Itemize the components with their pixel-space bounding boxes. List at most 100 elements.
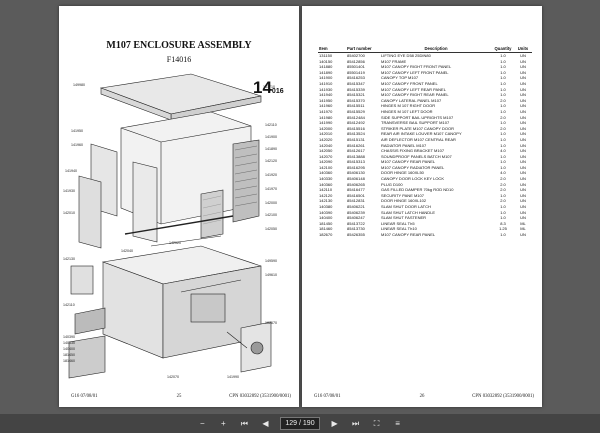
next-page-icon[interactable]: ▶ [331, 419, 338, 428]
right-page: Item Part number Description Quantity Un… [302, 6, 542, 407]
zoom-out-icon[interactable]: − [200, 419, 205, 428]
cell-quantity: 1.0 [500, 103, 506, 109]
cell-item: 141880 [319, 64, 333, 70]
cell-item: 131150 [319, 53, 333, 58]
cell-part-number: 85406148 [347, 176, 365, 182]
bracket [70, 265, 94, 295]
seal-strip [68, 335, 106, 379]
cell-part-number: 85415339 [347, 86, 365, 92]
section-number-main: 14 [253, 78, 272, 97]
cell-description: CANOPY LATERAL PANEL M107 [381, 97, 442, 103]
cell-quantity: 1.0 [500, 92, 506, 98]
cell-quantity: 2.0 [500, 125, 506, 131]
cell-units: UN [520, 108, 526, 114]
cell-units: UN [520, 176, 526, 182]
cell-units: UN [520, 215, 526, 221]
callout-label: 142130 [63, 257, 75, 261]
cell-quantity: 1.0 [500, 164, 506, 170]
cell-description: SLAM SHUT DOOR LATCH [381, 204, 431, 210]
cell-units: UN [520, 198, 526, 204]
callout-label: 142040 [121, 249, 133, 253]
fullscreen-icon[interactable]: ⛶ [373, 418, 380, 428]
cell-units: UN [520, 120, 526, 126]
cell-part-number: 85406247 [347, 215, 365, 221]
cell-units: UN [520, 170, 526, 176]
cell-units: UN [520, 181, 526, 187]
cell-quantity: 4.0 [500, 148, 506, 154]
cell-part-number: 85406221 [347, 204, 365, 210]
header-units: Units [514, 46, 532, 53]
cell-description: M107 CANOPY RIGHT REAR PANEL [381, 92, 449, 98]
callout-label: 142010 [63, 211, 75, 215]
cell-part-number: 85402700 [347, 53, 365, 58]
menu-icon[interactable]: ≡ [395, 419, 400, 428]
cell-item: 142020 [319, 136, 333, 142]
page-number: 25 [176, 394, 182, 399]
callout-label: 142110 [63, 303, 75, 307]
page-title: M107 ENCLOSURE ASSEMBLY [106, 40, 252, 51]
canopy-top-panel [99, 73, 262, 115]
cell-quantity: 1.0 [500, 108, 506, 114]
last-page-icon[interactable]: ⏭ [351, 418, 360, 428]
cell-units: ML [520, 220, 526, 226]
cell-units: UN [520, 209, 526, 215]
cell-description: LINEAR SEAL Th10 [381, 226, 417, 232]
cell-description: STRIKER PLATE M107 CANOPY DOOR [381, 125, 454, 131]
cell-item: 181450 [319, 220, 333, 226]
cell-description: PLUG D100 [381, 181, 403, 187]
cell-description: M107 CANOPY LEFT REAR PANEL [381, 86, 446, 92]
cell-part-number: 85406265 [347, 181, 365, 187]
page-indicator[interactable]: 129 / 190 [280, 417, 320, 430]
cell-part-number: 85412484 [347, 114, 365, 120]
cell-units: UN [520, 75, 526, 81]
callout-label: 142120 [265, 159, 277, 163]
previous-page-icon[interactable]: ◀ [262, 419, 269, 428]
callout-label: 142050 [265, 227, 277, 231]
cell-units: UN [520, 164, 526, 170]
footer-date: G16 07/08/01 [314, 394, 341, 399]
footer-cpn: CPN 03032892 (3531900/0001) [229, 394, 291, 399]
callout-label: 142110 [265, 123, 277, 127]
cell-description: AIR DEFLECTOR M107 CENTRAL REAR [381, 136, 456, 142]
cell-units: UN [520, 69, 526, 75]
cell-part-number: 85426355 [347, 232, 365, 237]
cell-part-number: 85412492 [347, 120, 365, 126]
cell-item: 141990 [319, 120, 333, 126]
cell-description: DOOR HINGE 160XL50 [381, 170, 424, 176]
cell-description: M107 CANOPY RADIATOR PANEL [381, 164, 445, 170]
callout-label: 140400 [63, 347, 75, 351]
cell-part-number: 85413888 [347, 153, 365, 159]
cell-description: HINGES M 107 RIGHT DOOR [381, 103, 436, 109]
cell-item: 142000 [319, 125, 333, 131]
cell-quantity: 2.0 [500, 181, 506, 187]
cell-quantity: 1.0 [500, 75, 506, 81]
cell-description: M107 CANOPY LEFT FRONT PANEL [381, 69, 449, 75]
zoom-in-icon[interactable]: + [221, 419, 226, 428]
cell-description: CANOPY TOP M107 [381, 75, 419, 81]
cell-units: UN [520, 92, 526, 98]
cell-units: UN [520, 187, 526, 193]
cell-description: M107 CANOPY RIGHT FRONT PANEL [381, 64, 452, 70]
cell-units: UN [520, 114, 526, 120]
cell-item: 141910 [319, 80, 333, 86]
first-page-icon[interactable]: ⏮ [240, 418, 248, 428]
cell-item: 140400 [319, 215, 333, 221]
cell-item: 141970 [319, 108, 333, 114]
callout-label: 141950 [71, 129, 83, 133]
cell-item: 142040 [319, 142, 333, 148]
cell-quantity: 1.0 [500, 69, 506, 75]
cell-item: 142120 [319, 192, 333, 198]
cell-description: CHASSIS FIXING BRACKET M107 [381, 148, 445, 154]
cell-part-number: 85415516 [347, 125, 365, 131]
